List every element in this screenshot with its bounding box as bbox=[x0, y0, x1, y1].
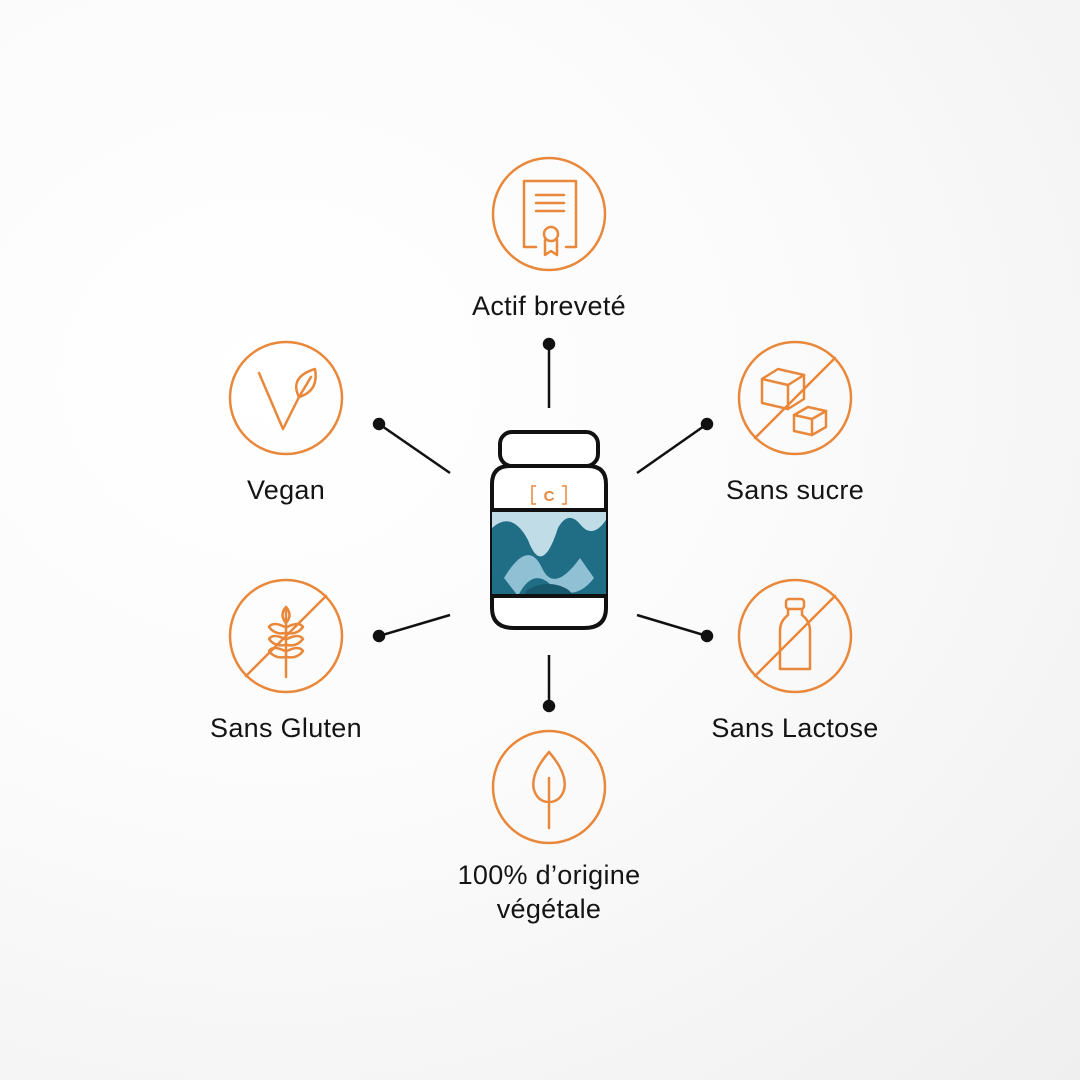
feature-label-sans-lactose: Sans Lactose bbox=[711, 713, 879, 743]
connector-dot-upper-left bbox=[372, 417, 386, 431]
feature-label-sans-gluten: Sans Gluten bbox=[210, 713, 362, 743]
certificate-icon bbox=[491, 156, 607, 272]
connector-lower-right bbox=[636, 613, 708, 638]
connector-lower-left bbox=[378, 613, 451, 638]
feature-sans-lactose: Sans Lactose bbox=[635, 577, 955, 745]
connector-dot-upper-right bbox=[700, 417, 714, 431]
feature-actif-brevete: Actif breveté bbox=[389, 155, 709, 323]
no-sugar-icon bbox=[737, 340, 853, 456]
feature-vegan: Vegan bbox=[126, 339, 446, 507]
connector-dot-bottom bbox=[542, 699, 556, 713]
product-jar: C bbox=[490, 430, 608, 630]
feature-origine-vegetale bbox=[389, 728, 709, 846]
connector-upper-left bbox=[378, 422, 451, 475]
feature-label-vegan: Vegan bbox=[246, 475, 326, 505]
no-gluten-icon bbox=[228, 578, 344, 694]
connector-dot-lower-right bbox=[700, 629, 714, 643]
vegan-leaf-icon bbox=[228, 340, 344, 456]
plant-leaf-icon bbox=[491, 729, 607, 845]
connector-dot-lower-left bbox=[372, 629, 386, 643]
no-lactose-icon bbox=[737, 578, 853, 694]
feature-label-origine-line2: végétale bbox=[496, 894, 602, 924]
feature-sans-gluten: Sans Gluten bbox=[126, 577, 446, 745]
feature-label-origine-line1: 100% d’origine bbox=[457, 860, 641, 890]
feature-sans-sucre: Sans sucre bbox=[635, 339, 955, 507]
product-mark: C bbox=[544, 488, 555, 505]
connector-dot-top bbox=[542, 337, 556, 351]
connector-upper-right bbox=[636, 422, 708, 475]
feature-label-sans-sucre: Sans sucre bbox=[725, 475, 865, 505]
feature-label-actif-brevete: Actif breveté bbox=[472, 291, 626, 321]
